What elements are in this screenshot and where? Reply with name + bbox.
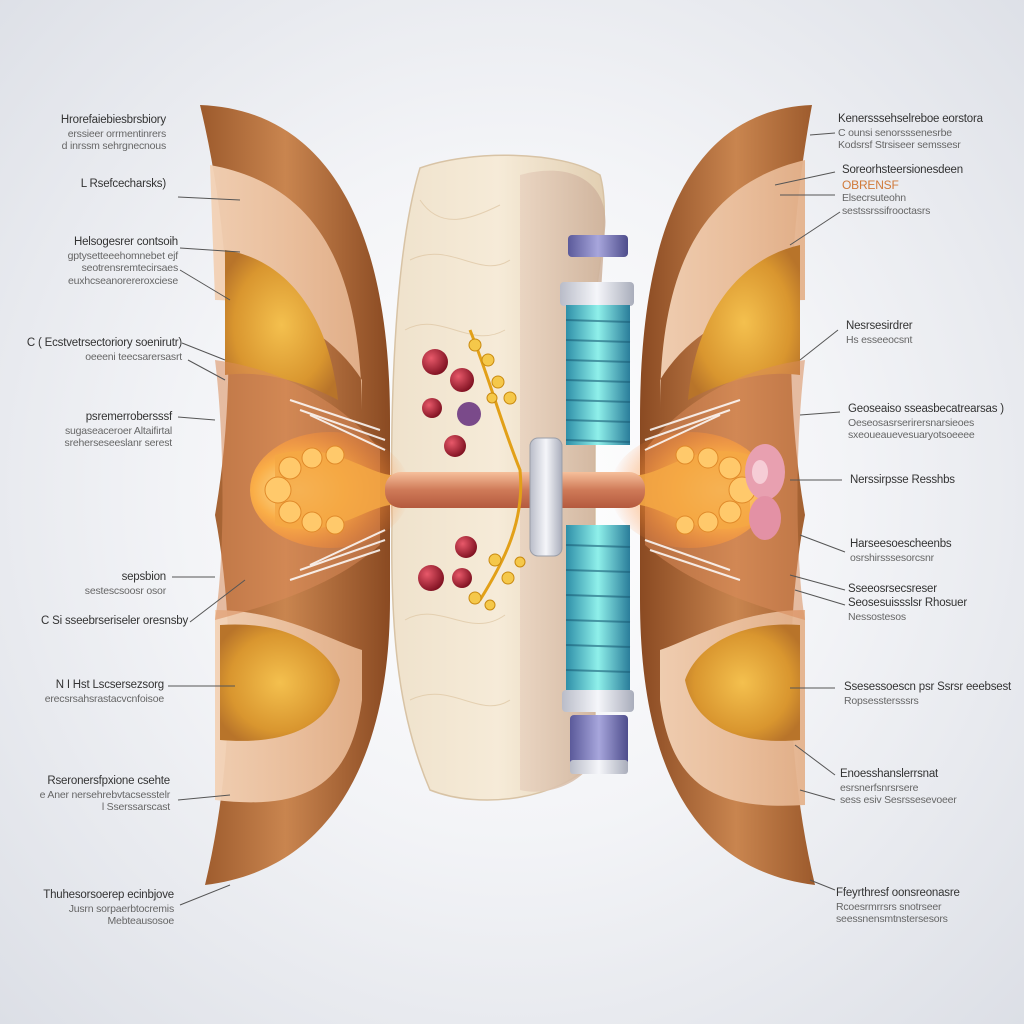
left-label-10-line-2: Jusrn sorpaerbtocremis — [68, 902, 175, 915]
left-label-4-line-2: oeeeni teecsarersasrt — [85, 350, 182, 363]
leader-lines — [168, 132, 846, 906]
right-label-9-line-2: esrsnerfsnrsrsere — [840, 781, 919, 794]
left-label-6-line-1: sepsbion — [121, 571, 167, 583]
right-label-1: Kenersssehselreboe eorstora C ounsi seno… — [838, 113, 983, 152]
left-label-5-line-3: sreherseseeslanr serest — [64, 437, 173, 450]
left-label-4: C ( Ecstvetrsectoriory soenirutr) oeeeni… — [27, 337, 182, 363]
right-label-7-line-3: Nessostesos — [848, 610, 906, 623]
right-label-8-line-2: Ropsesstersssrs — [844, 694, 919, 707]
left-label-8-line-1: N I Hst Lscsersezsorg — [55, 679, 164, 691]
left-label-9-line-3: l Sserssarscast — [101, 801, 170, 814]
left-label-10-line-1: Thuhesorsoerep ecinbjove — [43, 889, 174, 901]
right-label-10-line-3: seessnensmtnstersesors — [836, 913, 948, 926]
left-label-3: Helsogesrer contsoih gptysetteeehomnebet… — [67, 236, 179, 288]
left-label-1-line-2: erssieer orrmentinrers — [67, 127, 166, 140]
left-label-6-line-2: sestescsoosr osor — [84, 584, 166, 597]
left-label-3-line-4: euxhcseanorereroxciese — [68, 274, 178, 287]
left-label-5: psremerrobersssf sugaseaceroer Altaifirt… — [64, 411, 173, 450]
right-label-7-line-2: Seosesuissslsr Rhosuer — [848, 596, 967, 609]
right-label-6-line-2: osrshirsssesorcsnr — [850, 551, 934, 564]
right-label-6: Harseesoescheenbs osrshirsssesorcsnr — [850, 538, 952, 564]
left-label-5-line-1: psremerrobersssf — [85, 411, 172, 423]
right-label-8-line-1: Ssesessoescn psr Ssrsr eeebsest — [844, 681, 1012, 693]
blood-cell-cluster — [418, 329, 526, 611]
left-label-10: Thuhesorsoerep ecinbjove Jusrn sorpaerbt… — [43, 889, 174, 928]
left-label-7: C Si sseebrseriseler oresnsby — [41, 615, 188, 629]
right-label-7: Sseeosrsecsreser Seosesuissslsr Rhosuer … — [848, 583, 967, 623]
right-label-9-line-3: sess esiv Sesrssesevoeer — [840, 794, 957, 807]
right-label-3: Nesrsesirdrer Hs esseeocsnt — [846, 320, 913, 346]
nerve-fibers — [289, 399, 741, 581]
right-label-10: Ffeyrthresf oonsreonasre Rcoesrmrrsrs sn… — [836, 887, 960, 926]
right-label-9: Enoesshanslerrsnat esrsnerfsnrsrsere ses… — [840, 768, 957, 807]
right-label-10-line-1: Ffeyrthresf oonsreonasre — [836, 887, 960, 899]
left-label-3-line-1: Helsogesrer contsoih — [73, 236, 178, 248]
right-label-4-line-3: sxeoueauevesuaryotsoeeee — [848, 429, 975, 442]
right-label-1-line-2: C ounsi senorsssenesrbe — [838, 126, 952, 139]
left-label-7-line-1: C Si sseebrseriseler oresnsby — [41, 615, 188, 627]
left-label-10-line-3: Mebteausosoe — [107, 915, 175, 928]
right-label-6-line-1: Harseesoescheenbs — [850, 538, 952, 550]
right-label-3-line-1: Nesrsesirdrer — [846, 320, 913, 332]
left-label-8: N I Hst Lscsersezsorg erecsrsahsrastacvc… — [44, 679, 165, 705]
right-label-9-line-1: Enoesshanslerrsnat — [840, 768, 939, 780]
right-label-5: Nerssirpsse Resshbs — [850, 474, 955, 488]
right-label-2-line-3: Elsecrsuteohn — [842, 192, 906, 205]
left-label-8-line-2: erecsrsahsrastacvcnfoisoe — [44, 692, 165, 705]
right-label-4: Geoseaiso sseasbecatrearsas ) Oeseosasrs… — [848, 403, 1004, 442]
left-label-3-line-2: gptysetteeehomnebet ejf — [67, 249, 179, 262]
left-label-1-line-1: Hrorefaiebiesbrsbiory — [60, 114, 166, 126]
right-label-2-line-4: sestssrssifrooctasrs — [842, 204, 931, 217]
left-label-2: L Rsefcecharsks) — [81, 178, 166, 192]
left-label-1: Hrorefaiebiesbrsbiory erssieer orrmentin… — [61, 114, 166, 153]
right-label-4-line-2: Oeseosasrserirersnarsieoes — [848, 416, 975, 429]
left-label-2-line-1: L Rsefcecharsks) — [80, 178, 166, 190]
right-label-3-line-2: Hs esseeocsnt — [846, 333, 913, 346]
right-label-4-line-1: Geoseaiso sseasbecatrearsas ) — [848, 403, 1004, 415]
left-label-1-line-3: d inrssm sehrgnecnous — [61, 140, 167, 153]
right-label-5-line-1: Nerssirpsse Resshbs — [850, 474, 955, 486]
right-label-2: Soreorhsteersionesdeen OBRENSF Elsecrsut… — [842, 164, 963, 217]
right-label-7-line-1: Sseeosrsecsreser — [848, 583, 937, 595]
right-label-2-line-2: OBRENSF — [842, 177, 899, 192]
right-label-10-line-2: Rcoesrmrrsrs snotrseer — [836, 900, 942, 913]
left-label-5-line-2: sugaseaceroer Altaifirtal — [64, 424, 172, 437]
left-label-9: Rseronersfpxione csehte e Aner nersehreb… — [39, 775, 171, 814]
left-label-6: sepsbion sestescsoosr osor — [85, 571, 166, 597]
right-label-1-line-3: Kodsrsf Strsiseer semssesr — [838, 139, 961, 152]
left-label-9-line-1: Rseronersfpxione csehte — [47, 775, 170, 787]
left-label-9-line-2: e Aner nersehrebvtacsesstelr — [39, 788, 171, 801]
left-label-3-line-3: seotrensremtecirsaes — [81, 262, 179, 275]
horizontal-canal — [250, 432, 785, 557]
right-label-2-line-1: Soreorhsteersionesdeen — [842, 164, 963, 176]
right-label-8: Ssesessoescn psr Ssrsr eeebsest Ropsesst… — [844, 681, 1011, 707]
spinal-implant-cylinder — [560, 235, 634, 774]
right-label-1-line-1: Kenersssehselreboe eorstora — [838, 113, 983, 125]
left-label-4-line-1: C ( Ecstvetrsectoriory soenirutr) — [26, 337, 182, 349]
